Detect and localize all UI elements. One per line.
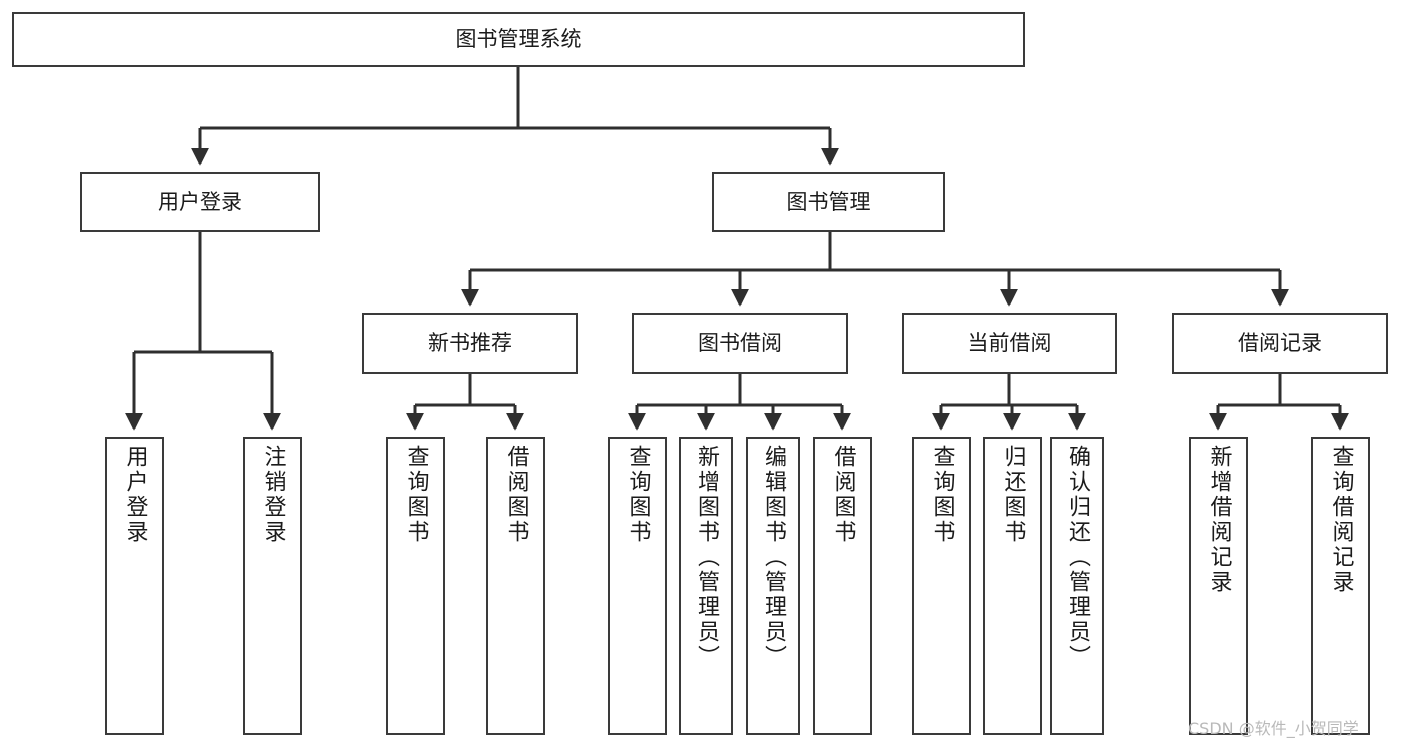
node-label: 图书管理 (786, 189, 871, 214)
node-label: 用户登录 (122, 445, 148, 545)
node-label: 注销登录 (260, 445, 286, 545)
node-label: 归还图书 (1000, 445, 1026, 545)
node-label: 确认归还（管理员） (1065, 445, 1090, 670)
node-user-login[interactable]: 用户登录 (80, 172, 320, 232)
node-label: 借阅图书 (830, 445, 856, 545)
leaf-return-book[interactable]: 归还图书 (983, 437, 1042, 735)
node-label: 查询图书 (929, 445, 955, 545)
node-label: 借阅记录 (1238, 331, 1322, 356)
leaf-user-login[interactable]: 用户登录 (105, 437, 164, 735)
leaf-borrow-book-recommend[interactable]: 借阅图书 (486, 437, 545, 735)
node-label: 图书管理系统 (455, 27, 582, 52)
node-current-borrow[interactable]: 当前借阅 (902, 313, 1117, 374)
leaf-logout-login[interactable]: 注销登录 (243, 437, 302, 735)
leaf-query-book-current[interactable]: 查询图书 (912, 437, 971, 735)
node-system-title[interactable]: 图书管理系统 (12, 12, 1025, 67)
node-label: 查询图书 (625, 445, 651, 545)
leaf-query-book-borrow[interactable]: 查询图书 (608, 437, 667, 735)
leaf-confirm-return-admin[interactable]: 确认归还（管理员） (1050, 437, 1104, 735)
leaf-query-book-recommend[interactable]: 查询图书 (386, 437, 445, 735)
leaf-borrow-book[interactable]: 借阅图书 (813, 437, 872, 735)
node-borrow-record[interactable]: 借阅记录 (1172, 313, 1388, 374)
node-label: 新书推荐 (428, 331, 512, 356)
node-label: 当前借阅 (967, 331, 1052, 356)
node-book-borrow[interactable]: 图书借阅 (632, 313, 848, 374)
node-label: 编辑图书（管理员） (761, 445, 786, 670)
node-label: 新增借阅记录 (1206, 445, 1232, 595)
leaf-add-book-admin[interactable]: 新增图书（管理员） (679, 437, 733, 735)
node-label: 新增图书（管理员） (694, 445, 719, 670)
csdn-watermark: CSDN @软件_小贺同学 (1188, 719, 1359, 738)
leaf-query-borrow-record[interactable]: 查询借阅记录 (1311, 437, 1370, 735)
node-label: 用户登录 (158, 189, 242, 214)
node-book-management[interactable]: 图书管理 (712, 172, 945, 232)
node-label: 借阅图书 (503, 445, 529, 545)
node-label: 图书借阅 (698, 331, 782, 356)
leaf-add-borrow-record[interactable]: 新增借阅记录 (1189, 437, 1248, 735)
node-label: 查询借阅记录 (1328, 445, 1354, 595)
node-new-book-recommend[interactable]: 新书推荐 (362, 313, 578, 374)
leaf-edit-book-admin[interactable]: 编辑图书（管理员） (746, 437, 800, 735)
node-label: 查询图书 (403, 445, 429, 545)
